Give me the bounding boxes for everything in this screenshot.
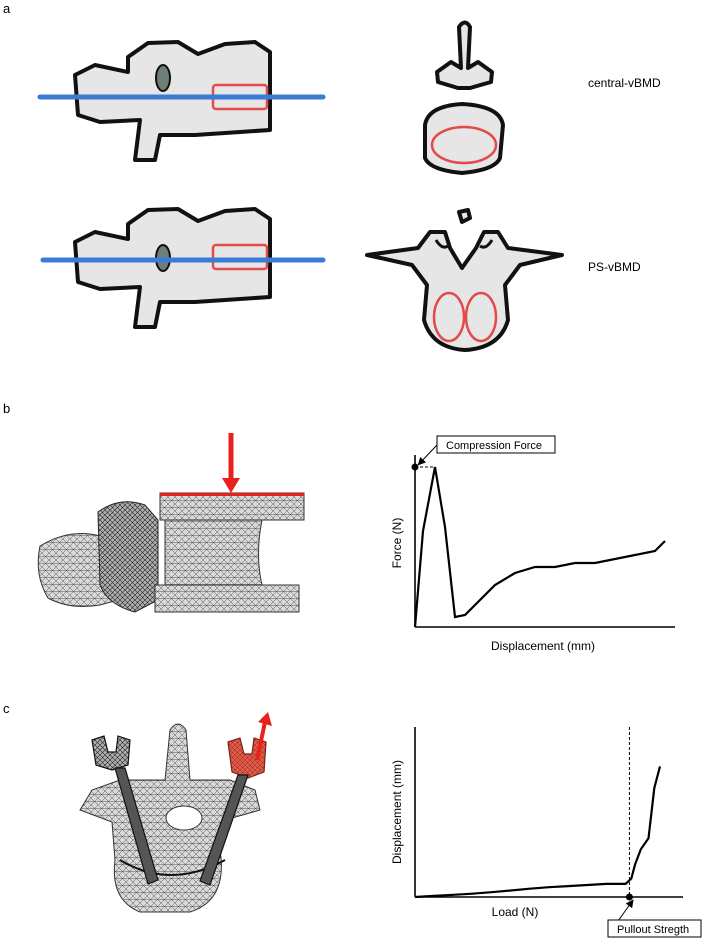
roi-ellipse-right [464, 291, 498, 343]
lateral-vertebra-ps [40, 207, 326, 329]
callout-box [436, 435, 556, 454]
callout-box [607, 919, 702, 938]
callout-arrow [417, 444, 438, 466]
peak-marker [411, 463, 419, 471]
left-pedicle-screw [91, 735, 159, 885]
y-axis-label: Force (N) [390, 518, 404, 569]
axial-vertebra-ps [365, 208, 564, 352]
roi-ellipse-central [430, 125, 498, 165]
panel-letter-c: c [3, 701, 10, 716]
force-displacement-chart: Compression Force Displacement (mm) Forc… [390, 435, 675, 653]
fe-mesh-compression-model [37, 433, 305, 613]
x-axis-label: Displacement (mm) [491, 639, 595, 653]
callout-pullout-strength: Pullout Stregth [617, 924, 689, 936]
pullout-marker [625, 893, 633, 901]
lower-plate [154, 584, 300, 613]
row-label-central-vbmd: central-vBMD [588, 76, 661, 90]
compression-arrow [222, 478, 240, 493]
row-label-ps-vbmd: PS-vBMD [588, 260, 641, 274]
displacement-load-chart: Pullout Stregth Load (N) Displacement (m… [390, 727, 702, 938]
callout-compression-force: Compression Force [446, 440, 542, 452]
upper-plate [159, 492, 305, 521]
right-pedicle-screw [199, 737, 267, 886]
callout-arrow [617, 899, 634, 922]
panel-letter-b: b [3, 401, 10, 416]
pullout-arrow [258, 712, 272, 726]
load-surface [160, 493, 304, 496]
roi-ellipse-left [432, 291, 466, 343]
fe-mesh-pullout-model [79, 712, 272, 913]
roi-box-ps [211, 243, 269, 271]
axial-vertebra-central [423, 20, 505, 175]
panel-letter-a: a [3, 1, 11, 16]
force-curve [413, 466, 666, 628]
pedicle-shadow [155, 64, 171, 92]
lateral-vertebra-central [37, 40, 326, 162]
x-axis-label: Load (N) [492, 905, 539, 919]
displacement-curve [414, 766, 662, 899]
y-axis-label: Displacement (mm) [390, 760, 404, 864]
